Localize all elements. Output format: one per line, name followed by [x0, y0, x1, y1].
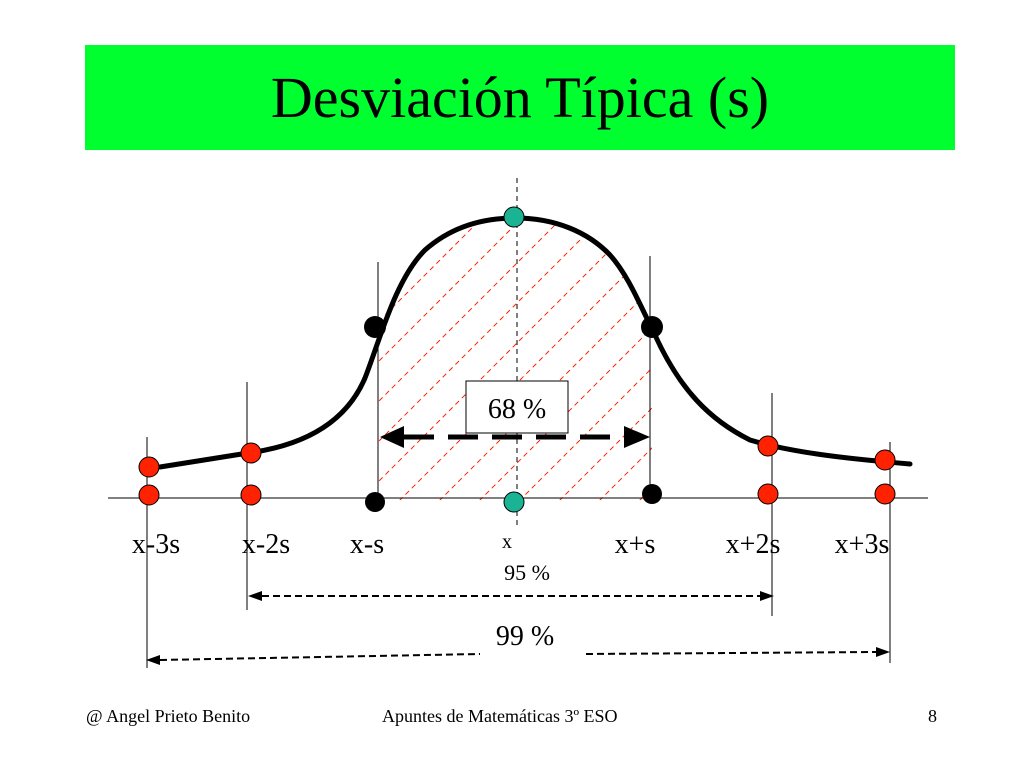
label-box-68 — [465, 380, 569, 434]
label-x-minus-2s: x-2s — [242, 529, 290, 560]
footer-page-number: 8 — [928, 706, 937, 726]
point-base-x-plus-2s — [757, 483, 779, 505]
bell-curve — [157, 215, 913, 470]
label-95-percent: 95 % — [504, 560, 550, 585]
arrow-95-percent — [248, 591, 774, 601]
point-curve-x-plus-3s — [874, 449, 896, 471]
hatch-area-68 — [378, 218, 652, 500]
label-x-plus-s: x+s — [615, 529, 656, 560]
label-68-percent: 68 % — [488, 394, 546, 425]
point-base-mean — [503, 491, 525, 513]
arrow-99-percent — [146, 647, 890, 665]
label-mean: x — [502, 531, 512, 553]
point-base-x-minus-3s — [138, 484, 160, 506]
footer-course: Apuntes de Matemáticas 3º ESO — [382, 706, 618, 726]
label-99-percent: 99 % — [496, 621, 554, 652]
point-curve-x-minus-3s — [138, 456, 160, 478]
point-curve-x-plus-2s — [757, 435, 779, 457]
point-curve-x-plus-s — [641, 316, 663, 338]
label-x-minus-3s: x-3s — [132, 529, 180, 560]
label-x-minus-s: x-s — [350, 529, 384, 560]
label-x-plus-3s: x+3s — [835, 529, 890, 560]
points — [138, 206, 896, 513]
point-base-x-minus-2s — [240, 484, 262, 506]
slide-title: Desviación Típica (s) — [270, 65, 770, 130]
point-curve-x-minus-s — [364, 316, 386, 338]
point-base-x-plus-3s — [874, 483, 896, 505]
point-base-x-plus-s — [642, 484, 662, 504]
point-curve-mean — [503, 206, 525, 228]
title-banner: Desviación Típica (s) — [85, 45, 955, 150]
label-x-plus-2s: x+2s — [726, 529, 781, 560]
arrow-68-percent — [380, 426, 650, 448]
point-base-x-minus-s — [365, 492, 385, 512]
footer-author: @ Angel Prieto Benito — [86, 706, 251, 726]
point-curve-x-minus-2s — [240, 442, 262, 464]
